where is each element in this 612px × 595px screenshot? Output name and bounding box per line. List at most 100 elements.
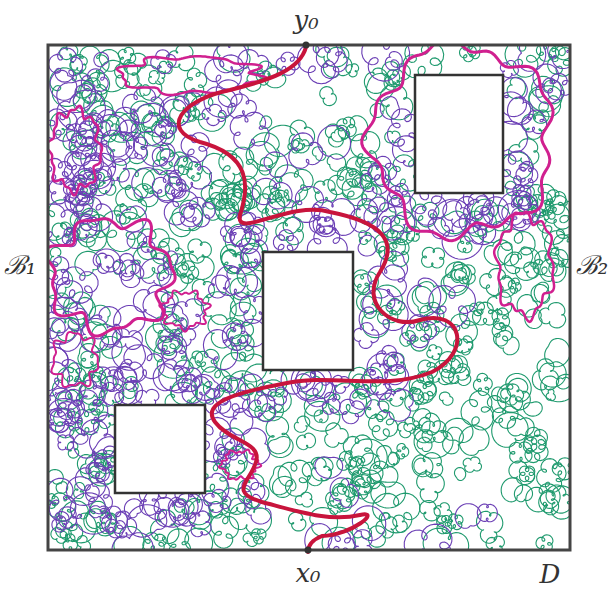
brownian-loop — [497, 374, 531, 413]
brownian-loop — [314, 180, 337, 203]
brownian-loop — [121, 260, 136, 277]
cluster-boundary — [52, 332, 99, 387]
brownian-loop — [88, 458, 109, 482]
brownian-loop — [337, 167, 361, 190]
brownian-loop — [306, 381, 336, 406]
brownian-loop — [176, 368, 202, 392]
brownian-loop — [127, 232, 147, 249]
brownian-loop — [208, 315, 242, 348]
brownian-loop — [297, 433, 316, 450]
brownian-loop — [353, 323, 379, 349]
brownian-loop — [59, 507, 77, 528]
brownian-loop — [358, 235, 377, 256]
brownian-loop — [391, 215, 407, 231]
brownian-loop — [407, 278, 441, 317]
brownian-loop — [116, 187, 147, 219]
brownian-loop — [211, 514, 239, 548]
brownian-loop — [108, 159, 130, 182]
domain-border — [48, 45, 570, 550]
hole — [115, 405, 205, 493]
brownian-loop — [165, 177, 186, 197]
brownian-loop — [56, 281, 82, 309]
hole — [263, 252, 353, 370]
brownian-loop — [463, 457, 481, 472]
brownian-loop — [68, 390, 108, 432]
brownian-loop — [330, 478, 359, 508]
brownian-loop — [66, 477, 99, 506]
brownian-loop — [101, 130, 129, 157]
brownian-loop — [77, 536, 90, 550]
brownian-loop — [188, 239, 212, 263]
brownian-loop — [264, 125, 300, 156]
brownian-loop — [101, 366, 138, 405]
brownian-loop — [230, 225, 252, 246]
brownian-loop — [289, 512, 306, 531]
brownian-loop — [169, 206, 202, 236]
brownian-loop — [328, 499, 343, 515]
brownian-loop — [112, 533, 153, 550]
brownian-loop — [118, 362, 144, 383]
brownian-loop — [114, 306, 145, 338]
cluster-boundary — [48, 106, 102, 195]
brownian-loop — [325, 423, 349, 447]
brownian-loop — [52, 222, 71, 245]
brownian-loop — [537, 459, 567, 493]
cluster-boundary — [494, 212, 554, 322]
brownian-loop — [203, 330, 237, 370]
brownian-loop — [523, 435, 548, 463]
brownian-loop — [546, 389, 555, 401]
math-label: ℬ₁ — [4, 252, 36, 278]
brownian-loop — [320, 87, 337, 106]
brownian-loop — [73, 419, 115, 458]
brownian-loop — [434, 503, 452, 523]
brownian-loop — [422, 421, 446, 443]
brownian-loop — [52, 512, 69, 532]
brownian-loop — [455, 468, 466, 481]
brownian-loop — [243, 249, 261, 268]
brownian-loop — [49, 48, 83, 82]
brownian-loop — [132, 168, 183, 201]
brownian-loop — [157, 265, 169, 281]
brownian-loop — [524, 402, 543, 416]
brownian-loop — [536, 535, 553, 550]
brownian-loop — [310, 508, 338, 537]
brownian-loop — [292, 187, 324, 223]
brownian-loop — [443, 201, 470, 228]
brownian-loop — [81, 215, 99, 231]
brownian-loop — [169, 156, 212, 192]
brownian-loop — [127, 505, 167, 537]
brownian-loop — [75, 462, 106, 497]
brownian-loop — [504, 248, 540, 281]
brownian-loop — [332, 375, 350, 393]
brownian-loop — [278, 460, 311, 496]
math-label: x₀ — [295, 560, 320, 586]
brownian-loop — [316, 45, 347, 79]
brownian-loop — [94, 52, 109, 66]
brownian-loop — [90, 506, 110, 519]
math-label: y₀ — [293, 7, 318, 33]
brownian-loop — [385, 52, 402, 71]
domain-ground — [48, 45, 570, 550]
brownian-loop — [548, 45, 570, 76]
brownian-loop — [414, 453, 443, 478]
boundary-point — [305, 547, 312, 554]
brownian-loop — [422, 247, 445, 268]
brownian-loop — [380, 97, 399, 120]
brownian-loop — [508, 278, 521, 293]
brownian-loop — [480, 268, 513, 295]
brownian-loop — [230, 226, 262, 254]
brownian-loop — [326, 486, 351, 509]
brownian-loop — [227, 324, 249, 346]
brownian-loop — [396, 444, 408, 459]
boundary-point — [303, 42, 310, 49]
brownian-loop — [169, 493, 198, 524]
brownian-loop — [318, 126, 351, 160]
brownian-loop — [393, 515, 407, 532]
brownian-loop — [443, 418, 473, 442]
brownian-loop — [354, 274, 371, 293]
brownian-loop — [461, 391, 494, 430]
brownian-loop — [202, 104, 226, 125]
brownian-loop — [546, 485, 570, 513]
brownian-loop — [252, 529, 267, 544]
